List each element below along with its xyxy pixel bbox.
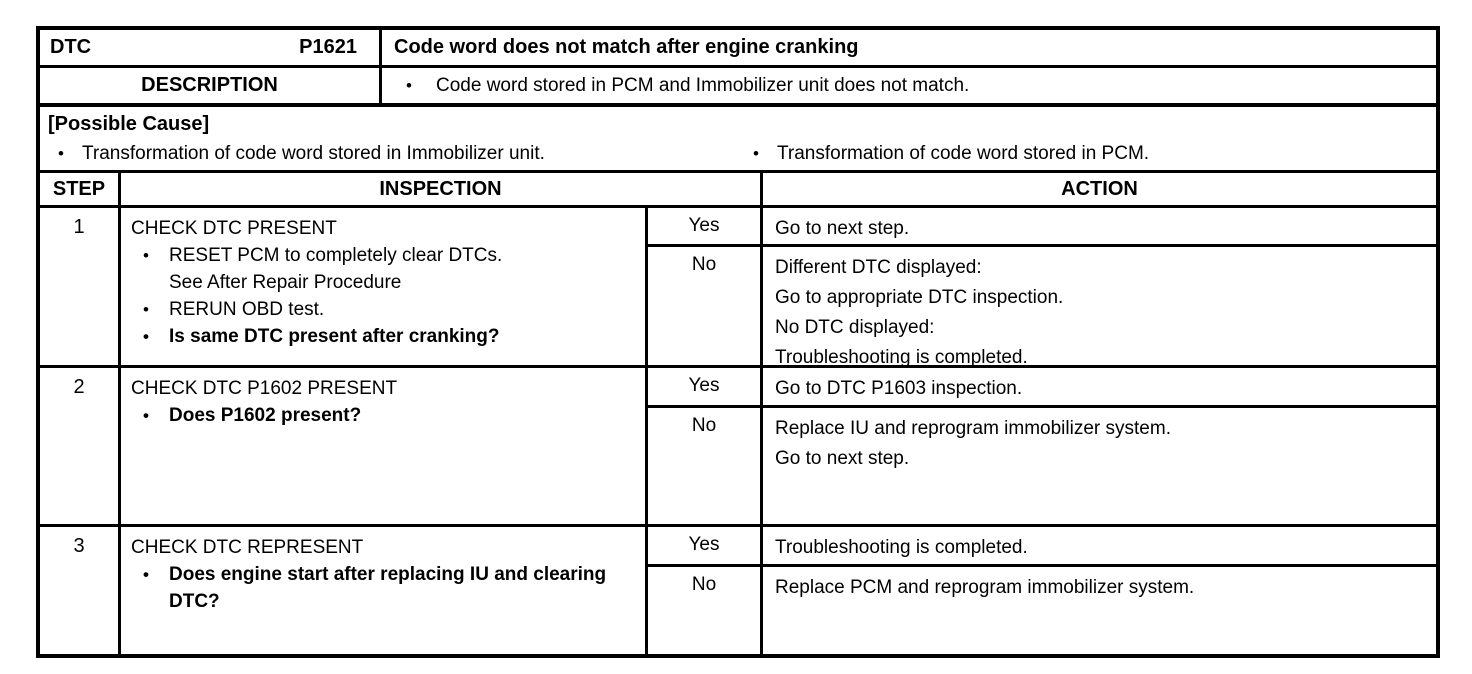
outcome-group: Yes Go to next step. No Different DTC di… bbox=[648, 208, 1436, 373]
dtc-label: DTC bbox=[50, 36, 92, 58]
answer-label: Yes bbox=[648, 527, 763, 564]
dtc-code: P1621 bbox=[299, 36, 357, 58]
column-header-inspection: INSPECTION bbox=[121, 173, 763, 205]
action-line: Go to appropriate DTC inspection. bbox=[775, 287, 1064, 308]
bullet-line-text: Does P1602 present? bbox=[169, 405, 362, 426]
answer-label: Yes bbox=[648, 368, 763, 405]
inspection-bullet: • RERUN OBD test. bbox=[143, 296, 639, 323]
inspection-cell: CHECK DTC P1602 PRESENT • Does P1602 pre… bbox=[121, 368, 648, 524]
inspection-bullet-text: RESET PCM to completely clear DTCs. See … bbox=[169, 242, 639, 296]
step-number: 3 bbox=[40, 527, 121, 654]
possible-cause-title: [Possible Cause] bbox=[48, 113, 210, 135]
outcome-no-row: No Different DTC displayed: Go to approp… bbox=[648, 247, 1436, 373]
inspection-bullet: • RESET PCM to completely clear DTCs. Se… bbox=[143, 242, 639, 296]
action-line: Go to next step. bbox=[775, 448, 910, 469]
possible-cause-item: • Transformation of code word stored in … bbox=[743, 139, 1436, 168]
inspection-title: CHECK DTC PRESENT bbox=[131, 218, 337, 239]
outcome-group: Yes Troubleshooting is completed. No Rep… bbox=[648, 527, 1436, 654]
action-line: Troubleshooting is completed. bbox=[775, 537, 1028, 558]
step-row-1: 1 CHECK DTC PRESENT • RESET PCM to compl… bbox=[40, 208, 1436, 373]
answer-label: No bbox=[648, 408, 763, 524]
dtc-troubleshooting-table: DTC P1621 Code word does not match after… bbox=[36, 26, 1440, 658]
description-label-cell: DESCRIPTION bbox=[40, 68, 382, 103]
inspection-question-bullet: • Does P1602 present? bbox=[143, 402, 639, 429]
description-label: DESCRIPTION bbox=[141, 74, 278, 96]
inspection-cell: CHECK DTC PRESENT • RESET PCM to complet… bbox=[121, 208, 648, 365]
column-header-step: STEP bbox=[40, 173, 121, 205]
action-cell: Different DTC displayed: Go to appropria… bbox=[763, 247, 1436, 373]
bullet-icon: • bbox=[406, 75, 412, 95]
inspection-title: CHECK DTC REPRESENT bbox=[131, 537, 364, 558]
bullet-line-text: Does engine start after replacing IU and… bbox=[169, 564, 607, 612]
bullet-icon: • bbox=[143, 246, 149, 265]
bullet-icon: • bbox=[58, 144, 64, 163]
possible-cause-item-text: Transformation of code word stored in PC… bbox=[777, 143, 1150, 164]
action-line: Replace PCM and reprogram immobilizer sy… bbox=[775, 577, 1195, 598]
column-header-row: STEP INSPECTION ACTION bbox=[40, 173, 1436, 208]
action-line: No DTC displayed: bbox=[775, 317, 935, 338]
outcome-no-row: No Replace PCM and reprogram immobilizer… bbox=[648, 567, 1436, 654]
action-cell: Go to next step. bbox=[763, 208, 1436, 244]
bullet-line-text: Is same DTC present after cranking? bbox=[169, 326, 500, 347]
action-cell: Replace PCM and reprogram immobilizer sy… bbox=[763, 567, 1436, 654]
bullet-line-text: RESET PCM to completely clear DTCs. bbox=[169, 245, 503, 266]
dtc-code-cell: DTC P1621 bbox=[40, 30, 382, 65]
description-row: DESCRIPTION • Code word stored in PCM an… bbox=[40, 68, 1436, 107]
step-row-2: 2 CHECK DTC P1602 PRESENT • Does P1602 p… bbox=[40, 368, 1436, 527]
answer-label: No bbox=[648, 567, 763, 654]
inspection-title: CHECK DTC P1602 PRESENT bbox=[131, 378, 398, 399]
action-cell: Troubleshooting is completed. bbox=[763, 527, 1436, 564]
description-text: Code word stored in PCM and Immobilizer … bbox=[436, 74, 970, 96]
action-line: Different DTC displayed: bbox=[775, 257, 982, 278]
possible-cause-item-text: Transformation of code word stored in Im… bbox=[82, 143, 545, 164]
dtc-title: Code word does not match after engine cr… bbox=[394, 36, 859, 58]
outcome-yes-row: Yes Go to DTC P1603 inspection. bbox=[648, 368, 1436, 408]
action-cell: Replace IU and reprogram immobilizer sys… bbox=[763, 408, 1436, 524]
dtc-header-row: DTC P1621 Code word does not match after… bbox=[40, 30, 1436, 68]
bullet-line-text: See After Repair Procedure bbox=[169, 272, 402, 293]
possible-cause-section: [Possible Cause] • Transformation of cod… bbox=[40, 107, 1436, 173]
action-line: Replace IU and reprogram immobilizer sys… bbox=[775, 418, 1171, 439]
bullet-icon: • bbox=[143, 327, 149, 346]
bullet-icon: • bbox=[143, 565, 149, 584]
bullet-line-text: RERUN OBD test. bbox=[169, 299, 325, 320]
step-row-3: 3 CHECK DTC REPRESENT • Does engine star… bbox=[40, 527, 1436, 654]
answer-label: No bbox=[648, 247, 763, 373]
action-line: Troubleshooting is completed. bbox=[775, 347, 1028, 368]
bullet-icon: • bbox=[143, 300, 149, 319]
outcome-no-row: No Replace IU and reprogram immobilizer … bbox=[648, 408, 1436, 524]
inspection-question-bullet: • Does engine start after replacing IU a… bbox=[143, 561, 639, 615]
outcome-yes-row: Yes Troubleshooting is completed. bbox=[648, 527, 1436, 567]
dtc-title-cell: Code word does not match after engine cr… bbox=[382, 30, 1436, 65]
inspection-question-bullet: • Is same DTC present after cranking? bbox=[143, 323, 639, 350]
column-header-action: ACTION bbox=[1061, 177, 1138, 200]
inspection-cell: CHECK DTC REPRESENT • Does engine start … bbox=[121, 527, 648, 654]
possible-cause-items: • Transformation of code word stored in … bbox=[48, 139, 1436, 168]
answer-label: Yes bbox=[648, 208, 763, 244]
outcome-yes-row: Yes Go to next step. bbox=[648, 208, 1436, 247]
action-cell: Go to DTC P1603 inspection. bbox=[763, 368, 1436, 405]
bullet-icon: • bbox=[753, 144, 759, 163]
outcome-group: Yes Go to DTC P1603 inspection. No Repla… bbox=[648, 368, 1436, 524]
description-text-cell: • Code word stored in PCM and Immobilize… bbox=[382, 68, 1436, 103]
possible-cause-item: • Transformation of code word stored in … bbox=[48, 139, 743, 168]
step-number: 2 bbox=[40, 368, 121, 524]
step-number: 1 bbox=[40, 208, 121, 365]
action-line: Go to DTC P1603 inspection. bbox=[775, 378, 1023, 399]
action-line: Go to next step. bbox=[775, 218, 910, 239]
bullet-icon: • bbox=[143, 406, 149, 425]
